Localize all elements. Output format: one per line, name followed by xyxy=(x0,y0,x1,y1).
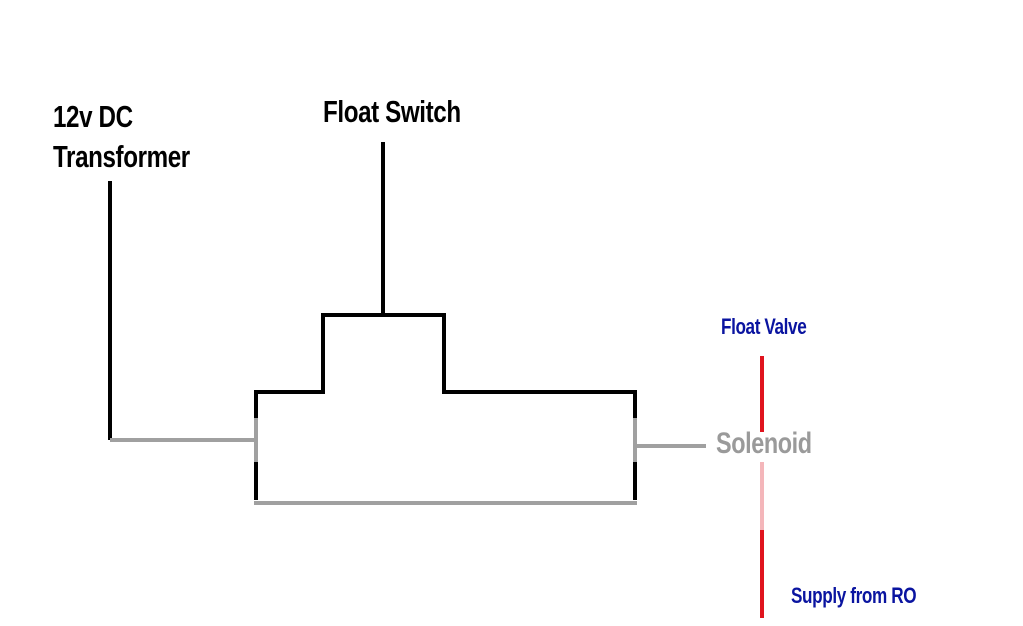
float-switch-label: Float Switch xyxy=(323,94,461,129)
solenoid-label: Solenoid xyxy=(716,427,812,460)
transformer-label-line1: 12v DC xyxy=(53,99,133,134)
switch-loop-upper xyxy=(254,313,637,500)
supply-label: Supply from RO xyxy=(791,583,917,608)
transformer-label-line2: Transformer xyxy=(53,139,190,174)
float-valve-label: Float Valve xyxy=(721,314,807,339)
